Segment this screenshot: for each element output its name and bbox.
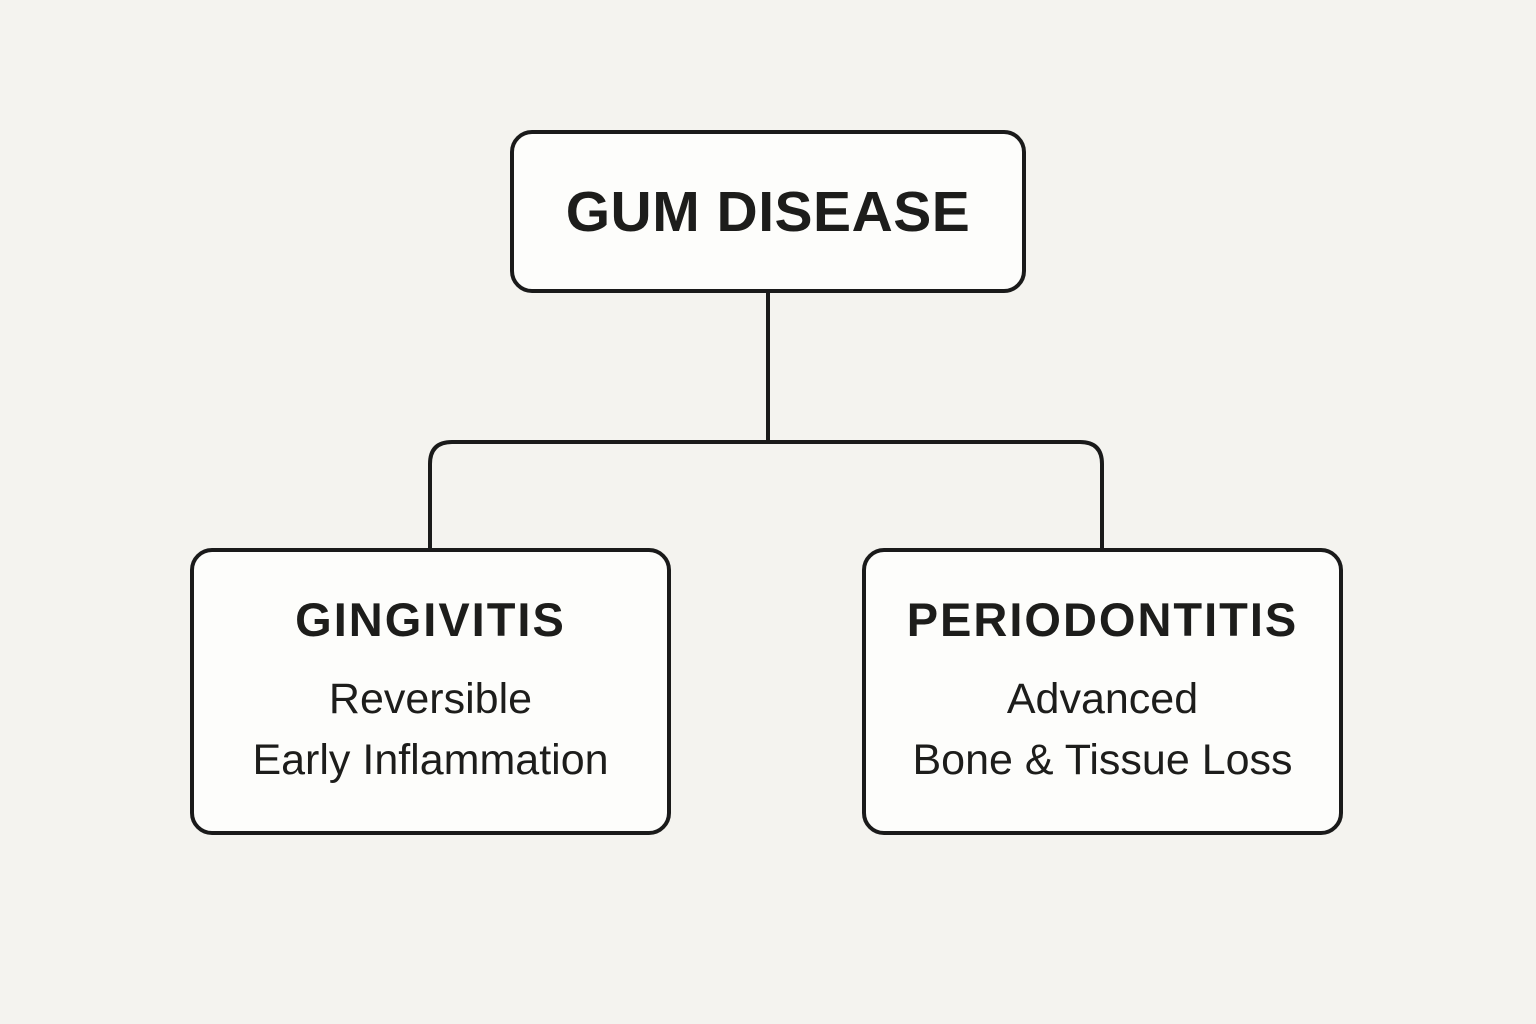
node-gum-disease-label: GUM DISEASE (565, 179, 971, 244)
connector-bracket (428, 440, 1104, 550)
node-periodontitis-label: PERIODONTITIS (906, 592, 1299, 646)
node-periodontitis-line-2: Bone & Tissue Loss (912, 736, 1293, 784)
node-gingivitis: GINGIVITIS Reversible Early Inflammation (190, 548, 671, 835)
node-periodontitis-line-1: Advanced (1006, 674, 1199, 723)
node-gingivitis-label: GINGIVITIS (295, 592, 566, 646)
node-gum-disease: GUM DISEASE (510, 130, 1026, 293)
node-periodontitis: PERIODONTITIS Advanced Bone & Tissue Los… (862, 548, 1343, 835)
node-gingivitis-line-1: Reversible (328, 674, 533, 723)
node-gingivitis-line-2: Early Inflammation (252, 736, 609, 784)
